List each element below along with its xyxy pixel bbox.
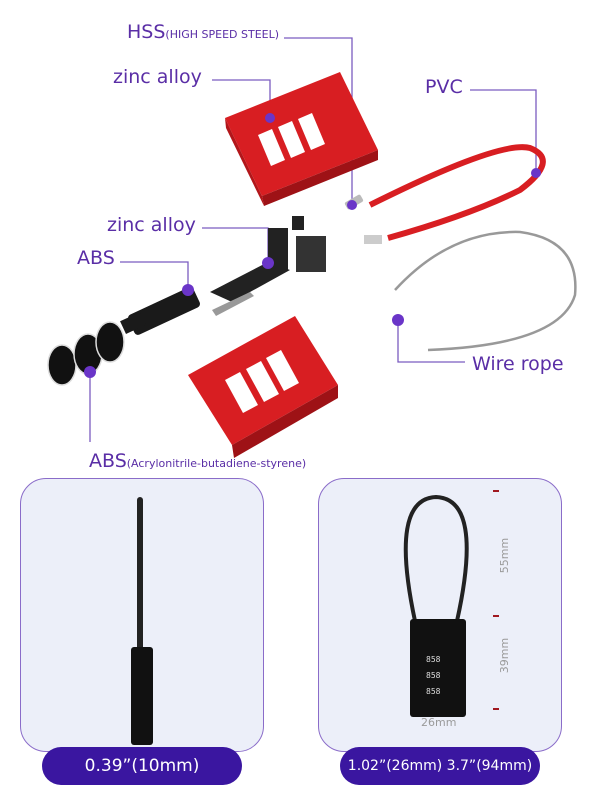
side-view-panel xyxy=(20,478,264,752)
cable-side xyxy=(137,497,143,657)
label-pvc: PVC xyxy=(425,76,463,98)
lock-body-front xyxy=(410,619,466,717)
label-wire-rope: Wire rope xyxy=(472,353,564,375)
label-hss: HSS(HIGH SPEED STEEL) xyxy=(127,21,280,43)
svg-text:858: 858 xyxy=(426,687,441,696)
label-zinc-alloy-mid: zinc alloy xyxy=(107,214,196,236)
thickness-pill: 0.39”(10mm) xyxy=(42,747,242,785)
label-abs-full: ABS(Acrylonitrile-butadiene-styrene) xyxy=(89,450,307,472)
callout-dots xyxy=(84,113,541,378)
dim-body-width: 26mm xyxy=(421,716,457,729)
dim-body-height: 39mm xyxy=(498,637,512,674)
size-pill: 1.02”(26mm) 3.7”(94mm) xyxy=(340,747,540,785)
svg-text:858: 858 xyxy=(426,655,441,664)
cable-loop xyxy=(403,494,469,622)
lock-body-side xyxy=(131,647,153,745)
label-zinc-alloy-top: zinc alloy xyxy=(113,66,202,88)
top-housing xyxy=(225,72,378,206)
front-view-panel: 858 858 858 55mm 39mm 26mm xyxy=(318,478,562,752)
combination-dials: 858 858 858 xyxy=(426,655,441,696)
dim-cable-height: 55mm xyxy=(498,537,512,574)
bottom-housing xyxy=(188,316,338,458)
svg-text:858: 858 xyxy=(426,671,441,680)
label-abs: ABS xyxy=(77,247,115,269)
